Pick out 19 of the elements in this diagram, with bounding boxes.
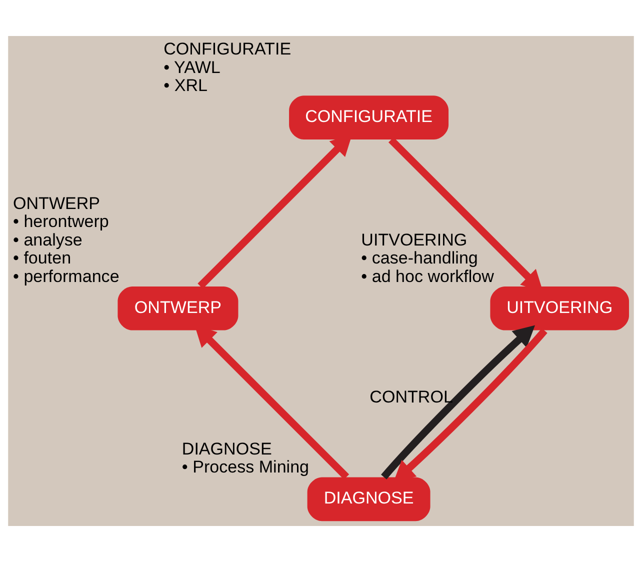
node-label: • analyse [12, 230, 82, 249]
node-label: DIAGNOSE [182, 438, 272, 458]
arrow [381, 324, 536, 479]
edge-label: CONTROL [370, 387, 453, 406]
node-label: • fouten [12, 248, 72, 268]
node-label: • XRL [164, 76, 208, 95]
node-label: • YAWL [164, 57, 220, 76]
node-label: • performance [12, 266, 120, 286]
node-label: UITVOERING [361, 230, 468, 249]
node-label: • herontwerp [12, 212, 109, 231]
node-box: DIAGNOSE [307, 476, 430, 521]
node-box: UITVOERING [490, 286, 629, 330]
node-box: ONTWERP [118, 286, 238, 330]
node-label: • case-handling [361, 248, 478, 268]
node-label: ONTWERP [12, 193, 100, 212]
node-label: CONFIGURATIE [164, 39, 292, 58]
node-box: CONFIGURATIE [289, 95, 449, 139]
node-label: • ad hoc workflow [361, 266, 494, 286]
node-label: • Process Mining [182, 457, 310, 476]
